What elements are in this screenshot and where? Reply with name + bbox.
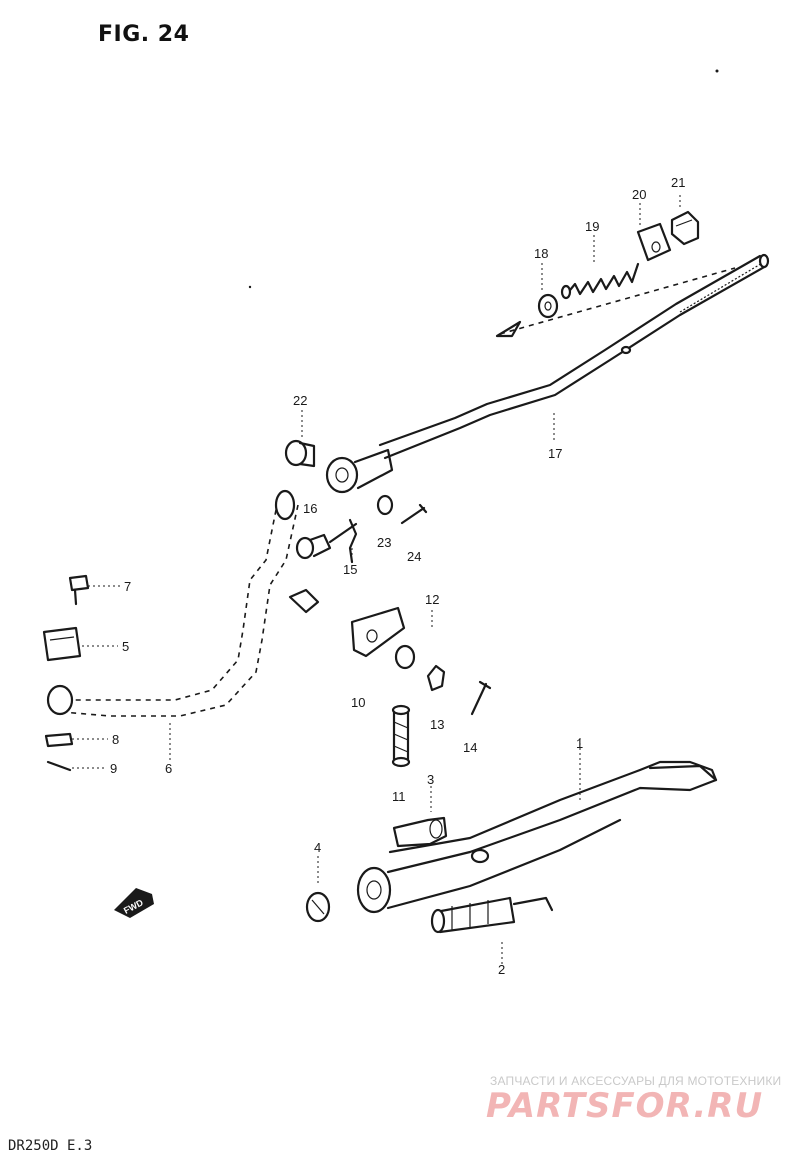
spring-part-11: [391, 704, 411, 768]
callout-13: 13: [430, 717, 444, 732]
callout-17: 17: [548, 446, 562, 461]
callout-labels: 1 2 3 4 5 6 7 8 9 10 11 12 13 14 15 16 1…: [110, 175, 685, 977]
callout-3: 3: [427, 772, 434, 787]
callout-4: 4: [314, 840, 321, 855]
part-13: [426, 664, 446, 692]
washer-part-12: [394, 644, 416, 670]
callout-11: 11: [392, 789, 406, 804]
figure-title: FIG. 24: [98, 22, 190, 47]
part-4: [305, 891, 331, 923]
pin-part-14: [470, 680, 492, 716]
brake-rod-part-17: [378, 253, 770, 460]
callout-20: 20: [632, 187, 646, 202]
callout-6: 6: [165, 761, 172, 776]
fwd-direction-arrow: FWD: [114, 888, 154, 918]
watermark-logo: PARTSFOR.RU: [486, 1086, 764, 1126]
side-stand-part-1: [356, 760, 718, 914]
rod-pivot-joint: [325, 448, 394, 494]
pin-part-22: [284, 439, 316, 468]
part-8: [44, 732, 74, 748]
callout-15: 15: [343, 562, 357, 577]
stray-dot: [715, 69, 719, 73]
model-code: DR250D E.3: [8, 1138, 93, 1154]
cotter-pin-part-15: [328, 518, 358, 564]
adjust-nut-part-21: [670, 210, 700, 246]
callout-7: 7: [124, 579, 131, 594]
callout-23: 23: [377, 535, 391, 550]
callout-21: 21: [671, 175, 685, 190]
callout-10: 10: [351, 695, 365, 710]
callout-12: 12: [425, 592, 439, 607]
joint-nut-part-20: [636, 222, 672, 262]
callout-24: 24: [407, 549, 421, 564]
bolt-part-7: [68, 574, 90, 606]
brake-pedal-part-6: [46, 489, 320, 717]
callout-18: 18: [534, 246, 548, 261]
callout-8: 8: [112, 732, 119, 747]
stray-dot: [248, 285, 252, 289]
callout-14: 14: [463, 740, 477, 755]
callout-9: 9: [110, 761, 117, 776]
callout-1: 1: [576, 736, 583, 751]
cotter-pin-part-24: [400, 503, 428, 525]
watermark-subtitle: ЗАПЧАСТИ И АКСЕССУАРЫ ДЛЯ МОТОТЕХНИКИ: [490, 1074, 782, 1088]
washer-part-23: [376, 494, 394, 516]
callout-16: 16: [303, 501, 317, 516]
callout-2: 2: [498, 962, 505, 977]
part-9: [46, 760, 72, 772]
leader-lines: [72, 195, 681, 964]
spring-part-19: [560, 262, 640, 300]
callout-19: 19: [585, 219, 599, 234]
bolt-part-3: [392, 816, 448, 848]
washer-part-18: [537, 293, 559, 319]
clevis-part-16: [295, 533, 332, 560]
callout-22: 22: [293, 393, 307, 408]
stand-rubber-part-2: [430, 896, 554, 934]
bracket-part-10: [350, 606, 406, 658]
rubber-part-5: [42, 626, 82, 662]
callout-5: 5: [122, 639, 129, 654]
